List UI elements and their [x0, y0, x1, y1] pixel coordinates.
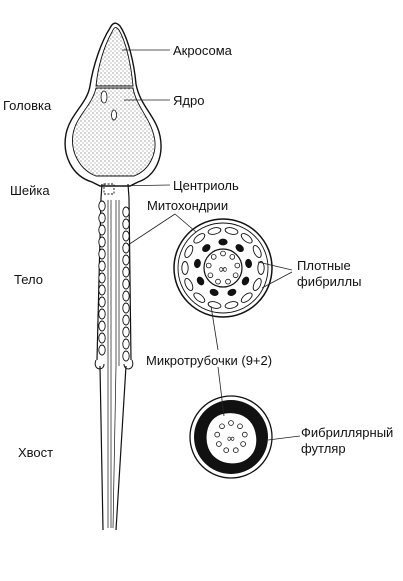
microtubule-doublet [237, 423, 243, 430]
dense-fibril [241, 276, 250, 286]
label-midpiece: Тело [14, 272, 43, 287]
label-head: Головка [3, 98, 52, 113]
mitochondrion [122, 254, 130, 266]
mitochondrion [122, 302, 130, 314]
mitochondrion-section [257, 261, 265, 275]
microtubule-doublet [242, 431, 248, 438]
mitochondrion [122, 290, 130, 302]
mitochondrion [98, 344, 106, 356]
microtubule-doublet [214, 431, 221, 438]
nuclear-vacuole [111, 109, 117, 121]
label-mitochondria: Митохондрии [147, 198, 228, 213]
acrosome-cap [95, 27, 134, 87]
mitochondrion-section [193, 233, 206, 244]
mitochondrion [122, 314, 130, 326]
nuclear-vacuole [100, 90, 108, 104]
mitochondrion-section [207, 227, 222, 235]
mitochondrion [122, 230, 130, 242]
mitochondrion [122, 266, 130, 278]
mitochondrion [98, 332, 106, 344]
sperm-head [64, 22, 162, 187]
label-dense-fibrils-1: Плотные [297, 258, 351, 273]
mitochondrion-section [224, 227, 239, 235]
mitochondrion [122, 278, 130, 290]
mitochondrion [98, 200, 106, 212]
microtubule-doublet [207, 272, 214, 279]
mitochondrion [122, 206, 130, 218]
label-tail: Хвост [18, 445, 53, 460]
mitochondrion [98, 224, 106, 236]
leader-lines [113, 49, 301, 441]
mitochondrion-section [184, 278, 194, 291]
label-acrosome: Акросома [173, 43, 233, 58]
label-microtubules: Микротрубочки (9+2) [146, 353, 272, 368]
sperm-tail [99, 365, 127, 531]
dense-fibril [218, 238, 228, 246]
svg-text:∞: ∞ [218, 262, 228, 276]
mitochondrion [98, 272, 106, 284]
midpiece-cross-section: ∞ [173, 218, 273, 318]
label-centriole: Центриоль [173, 178, 239, 193]
annulus [94, 359, 134, 370]
dense-fibril [196, 276, 205, 286]
microtubule-doublet [220, 250, 226, 257]
mitochondrion [98, 284, 106, 296]
mitochondrion [98, 296, 106, 308]
label-nucleus: Ядро [173, 93, 204, 108]
dense-fibril [235, 244, 244, 253]
sperm-midpiece [94, 197, 134, 370]
microtubule-doublet [233, 447, 239, 454]
tail-cross-section: ∞ [189, 395, 273, 479]
mitochondrion-section [240, 233, 253, 244]
microtubule-doublet [240, 441, 246, 447]
label-dense-fibrils-2: фибриллы [297, 274, 361, 289]
mitochondrion [122, 326, 130, 338]
dense-fibril [193, 258, 201, 269]
microtubule-doublet [205, 262, 212, 269]
microtubule-doublet [228, 420, 234, 426]
mitochondrion-section [240, 292, 253, 303]
mitochondrion [122, 218, 130, 230]
microtubule-doublet [215, 278, 221, 285]
mitochondrion-section [184, 245, 194, 258]
label-fibrous-sheath-1: Фибриллярный [301, 425, 393, 440]
mitochondrion [98, 236, 106, 248]
mitochondrion-section [224, 301, 239, 309]
label-neck: Шейка [10, 183, 50, 198]
mitochondrion-section [193, 292, 206, 303]
dense-fibril [227, 288, 237, 296]
mitochondrion [122, 350, 130, 362]
mitochondrion-section [181, 261, 189, 275]
centriole [103, 183, 115, 195]
label-fibrous-sheath-2: футляр [301, 441, 346, 456]
microtubule-doublet [223, 447, 230, 454]
mitochondrion [98, 320, 106, 332]
mitochondrion [98, 260, 106, 272]
dense-fibril [202, 244, 211, 253]
nucleus-body [72, 87, 156, 177]
microtubule-doublet [229, 254, 236, 260]
microtubule-doublet [219, 423, 225, 430]
mitochondrion-section [252, 245, 262, 258]
microtubule-doublet [210, 254, 217, 260]
mitochondrion [122, 338, 130, 350]
microtubule-doublet [216, 441, 222, 447]
sperm-neck [100, 183, 130, 199]
axoneme-line [107, 200, 120, 366]
microtubule-doublet [234, 262, 241, 269]
dense-fibril [245, 258, 253, 269]
mitochondrion-section [252, 278, 262, 291]
svg-text:∞: ∞ [226, 432, 235, 445]
dense-fibril [209, 288, 219, 296]
mitochondrion [98, 212, 106, 224]
mitochondrion [98, 308, 106, 320]
microtubule-doublet [232, 272, 239, 279]
microtubule-doublet [225, 278, 231, 285]
mitochondrion [98, 248, 106, 260]
mitochondrion [122, 242, 130, 254]
